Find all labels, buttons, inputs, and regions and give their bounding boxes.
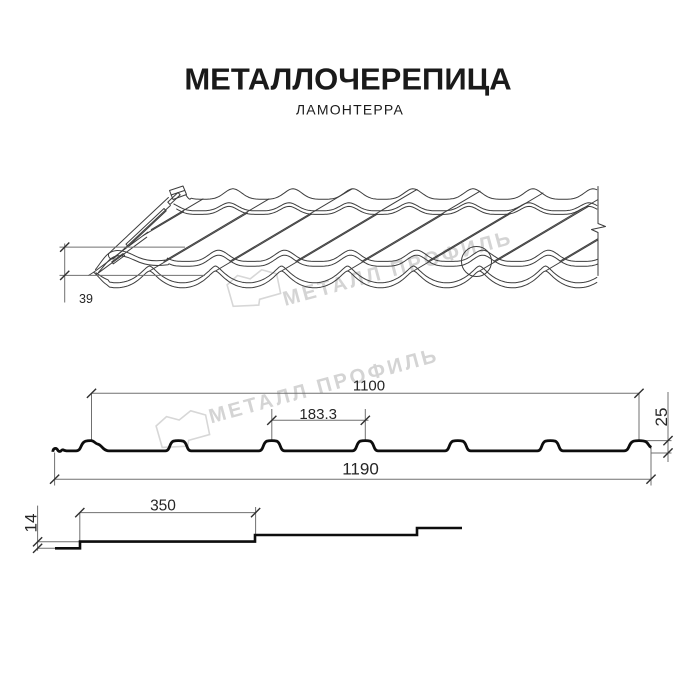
svg-text:1190: 1190 <box>342 460 379 479</box>
svg-text:14: 14 <box>21 514 40 533</box>
svg-text:39: 39 <box>79 292 93 306</box>
svg-text:350: 350 <box>150 497 176 514</box>
svg-text:ЛАМОНТЕРРА: ЛАМОНТЕРРА <box>296 102 404 118</box>
svg-text:МЕТАЛЛОЧЕРЕПИЦА: МЕТАЛЛОЧЕРЕПИЦА <box>184 62 511 97</box>
svg-text:1100: 1100 <box>353 377 385 394</box>
svg-text:183.3: 183.3 <box>299 406 337 423</box>
svg-text:25: 25 <box>652 408 671 427</box>
